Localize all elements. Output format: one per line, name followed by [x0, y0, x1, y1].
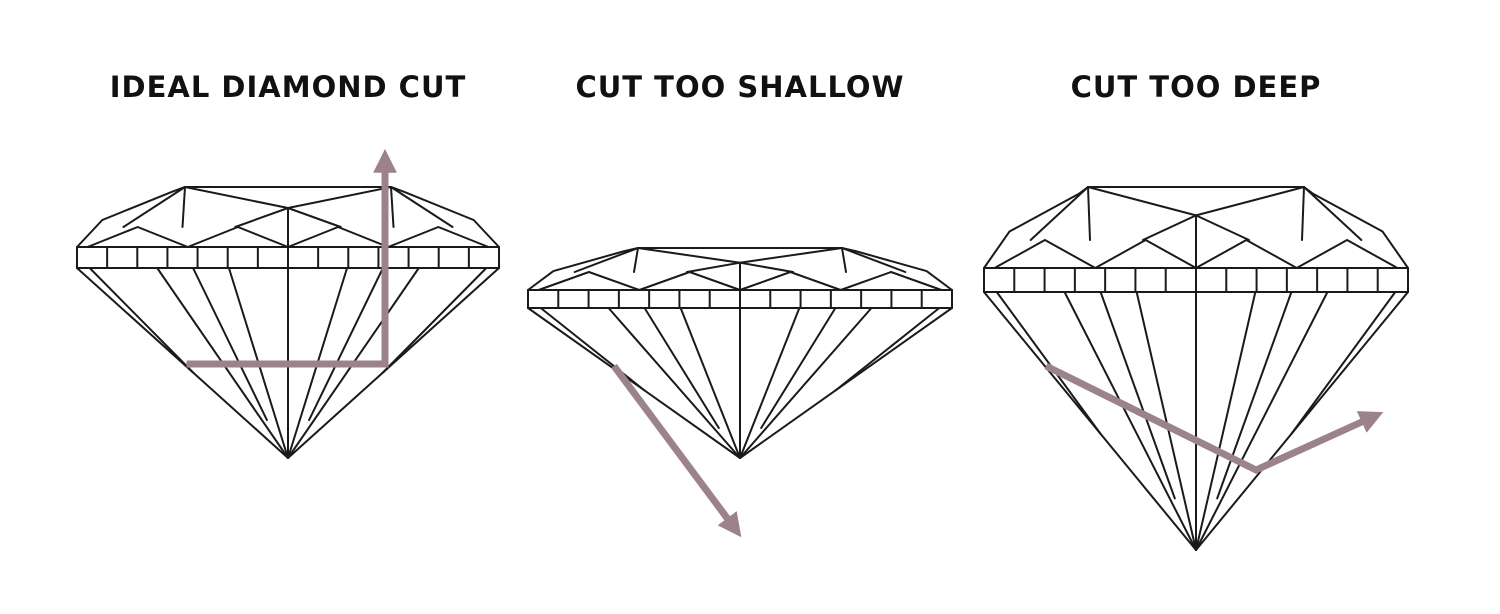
diamond-ideal: [76, 186, 500, 459]
title-cut-too-deep: CUT TOO DEEP: [1070, 70, 1322, 104]
crown-outline: [527, 247, 953, 291]
pavilion-main: [1135, 291, 1197, 551]
pavilion-half: [308, 267, 384, 421]
pavilion-half: [1290, 291, 1397, 435]
crown-facet: [573, 247, 639, 273]
pavilion-half: [192, 267, 268, 421]
pavilion-main: [739, 307, 873, 459]
crown-facet: [1303, 186, 1363, 241]
crown-facet: [1301, 186, 1305, 241]
crown-facet: [181, 186, 186, 228]
crown-facet: [122, 186, 186, 228]
ray-shallow-exit: [611, 363, 742, 538]
pavilion-main: [607, 307, 741, 459]
crown-outline: [76, 186, 500, 248]
pavilion-main: [739, 307, 801, 459]
pavilion-half: [1099, 291, 1176, 500]
crown-star: [1087, 186, 1305, 217]
crown-outline: [983, 186, 1409, 269]
ray-deep-exit: [1044, 362, 1384, 474]
crown-facet: [841, 247, 907, 273]
light-ray-deep: [1044, 112, 1384, 474]
pavilion-half: [88, 267, 195, 374]
title-ideal-cut: IDEAL DIAMOND CUT: [109, 70, 467, 104]
pavilion-half: [1216, 291, 1293, 500]
light-ray-ideal: [186, 112, 397, 368]
crown-facet: [390, 186, 395, 228]
pavilion-half: [381, 267, 488, 374]
title-cut-too-shallow: CUT TOO SHALLOW: [575, 70, 905, 104]
pavilion-half: [760, 307, 837, 429]
diamond-shallow: [527, 247, 953, 459]
pavilion-main: [1195, 291, 1257, 551]
crown-facet: [841, 247, 847, 273]
ray-ideal-path: [186, 148, 397, 368]
pavilion-half: [539, 307, 646, 392]
pavilion-main: [1063, 291, 1197, 551]
crown-star: [637, 247, 843, 264]
crown-facet: [1029, 186, 1089, 241]
diamond-deep: [983, 186, 1409, 551]
pavilion-main: [1195, 291, 1329, 551]
crown-star: [184, 186, 392, 209]
crown-facet: [390, 186, 454, 228]
pavilion-half: [834, 307, 941, 392]
crown-facet: [1087, 186, 1091, 241]
pavilion-half: [643, 307, 720, 429]
pavilion-main: [679, 307, 741, 459]
crown-facet: [633, 247, 639, 273]
light-ray-shallow: [610, 112, 742, 538]
